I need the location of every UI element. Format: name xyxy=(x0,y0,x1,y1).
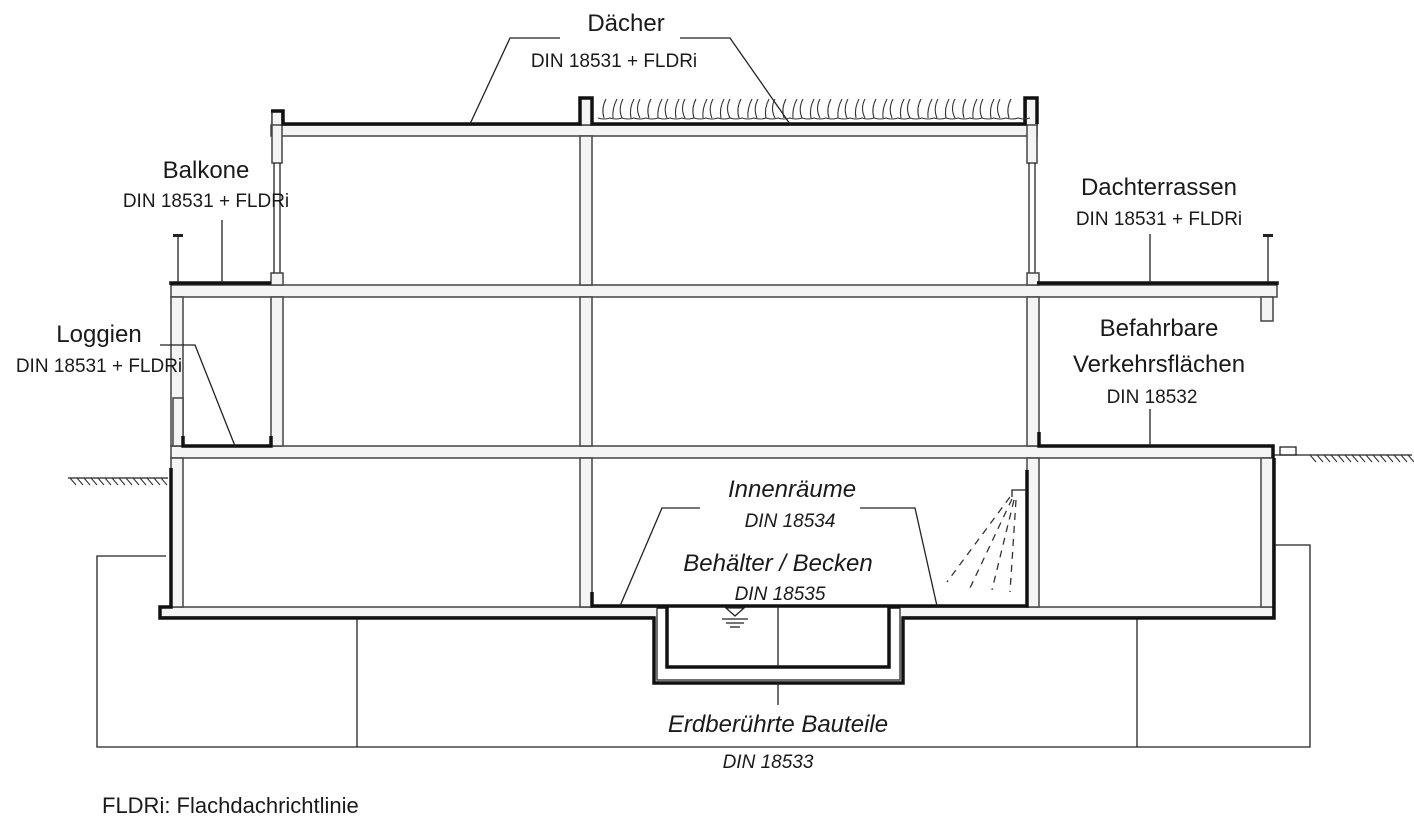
roof-slab xyxy=(270,124,1038,137)
post-left-base xyxy=(270,272,284,286)
foundation-outline xyxy=(96,544,1311,748)
label-erdberuehrt-norm: DIN 18533 xyxy=(723,752,814,773)
label-verkehrsflaechen-title-2: Verkehrsflächen xyxy=(1073,351,1245,378)
green-roof-grass xyxy=(597,98,1031,120)
label-behaelter-title: Behälter / Becken xyxy=(683,550,872,577)
column-c-ground xyxy=(1026,296,1040,447)
column-c-basement xyxy=(1026,457,1040,608)
right-basement-wall xyxy=(1260,457,1274,608)
label-daecher-title: Dächer xyxy=(587,10,664,37)
label-daecher: Dächer DIN 18531 + FLDRi xyxy=(531,10,697,72)
roof-upstand-left xyxy=(271,110,283,126)
ground-right xyxy=(1273,446,1414,463)
label-erdberuehrt-title: Erdberührte Bauteile xyxy=(668,711,888,738)
label-dachterrassen-title: Dachterrassen xyxy=(1081,174,1237,201)
ground-floor-slab xyxy=(170,445,1274,459)
label-loggien-norm: DIN 18531 + FLDRi xyxy=(16,356,182,377)
terrace-edge-upstand xyxy=(1260,296,1274,322)
label-behaelter-norm: DIN 18535 xyxy=(735,584,826,605)
label-verkehrsflaechen: Befahrbare Verkehrsflächen DIN 18532 xyxy=(1073,315,1245,408)
label-innenraeume: Innenräume DIN 18534 xyxy=(728,476,856,532)
label-behaelter: Behälter / Becken DIN 18535 xyxy=(683,550,872,605)
shower-spray xyxy=(946,489,1027,593)
column-b-ground xyxy=(579,296,593,447)
label-balkone-title: Balkone xyxy=(163,157,250,184)
leader-lines xyxy=(160,37,1151,705)
label-dachterrassen: Dachterrassen DIN 18531 + FLDRi xyxy=(1076,174,1242,230)
label-verkehrsflaechen-norm: DIN 18532 xyxy=(1107,387,1198,408)
walls-columns xyxy=(170,97,1274,608)
label-verkehrsflaechen-title-1: Befahrbare xyxy=(1100,315,1219,342)
column-b-upper xyxy=(579,135,593,286)
railings xyxy=(173,234,1273,285)
footnote: FLDRi: Flachdachrichtlinie xyxy=(102,793,359,818)
label-balkone-norm: DIN 18531 + FLDRi xyxy=(123,191,289,212)
waterproofing-layers xyxy=(158,96,1279,685)
label-innenraeume-norm: DIN 18534 xyxy=(745,511,836,532)
post-right-base xyxy=(1026,272,1040,286)
slabs xyxy=(159,124,1278,684)
water-level-symbol xyxy=(722,607,748,628)
ground-left xyxy=(68,477,168,486)
label-erdberuehrt: Erdberührte Bauteile DIN 18533 xyxy=(668,711,888,773)
left-basement-wall xyxy=(170,457,184,608)
label-daecher-norm: DIN 18531 + FLDRi xyxy=(531,51,697,72)
column-a-ground xyxy=(270,296,284,447)
label-loggien: Loggien DIN 18531 + FLDRi xyxy=(16,321,182,377)
label-loggien-title: Loggien xyxy=(56,321,141,348)
column-b-basement xyxy=(579,457,593,608)
roof-upstand-middle xyxy=(579,97,593,126)
label-dachterrassen-norm: DIN 18531 + FLDRi xyxy=(1076,209,1242,230)
upper-floor-slab xyxy=(170,284,1278,298)
label-innenraeume-title: Innenräume xyxy=(728,476,856,503)
loggia-parapet xyxy=(172,397,184,447)
label-balkone: Balkone DIN 18531 + FLDRi xyxy=(123,157,289,212)
